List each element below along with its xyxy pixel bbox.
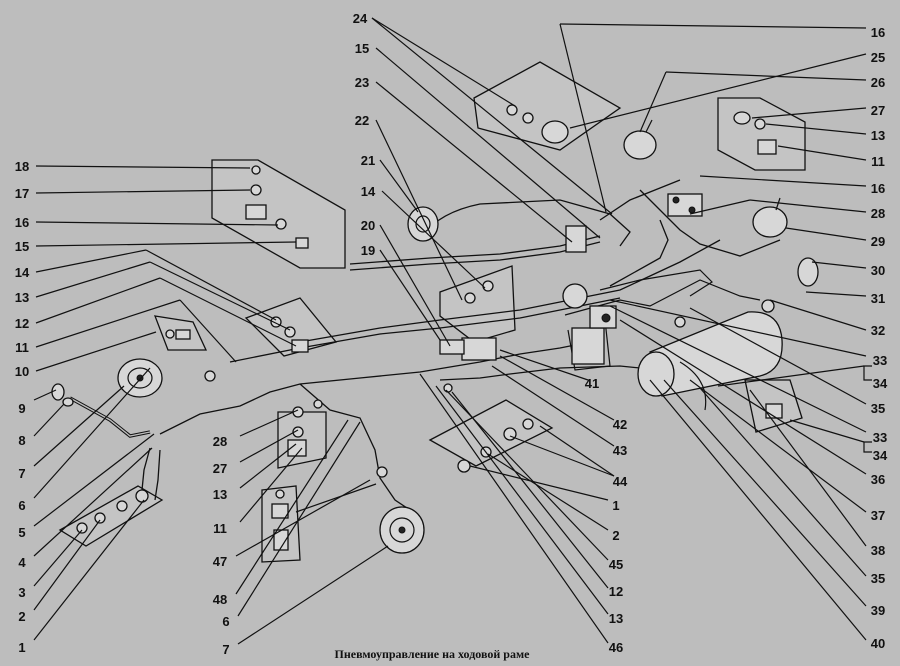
- fittings-top-center: [506, 104, 569, 144]
- callout-number-l28b: 28: [213, 434, 227, 449]
- callout-number-l25: 25: [871, 50, 885, 65]
- callout-number-l13d: 13: [609, 611, 623, 626]
- callout-number-l40: 40: [871, 636, 885, 651]
- diagram-caption: Пневмоуправление на ходовой раме: [335, 647, 531, 661]
- callout-number-l36: 36: [871, 472, 885, 487]
- fittings-mid-left: [270, 316, 309, 353]
- pipeline-network: [69, 179, 781, 511]
- fittings-lower-center: [271, 466, 388, 551]
- callout-number-l2a: 2: [612, 528, 619, 543]
- fittings-right: [674, 257, 819, 419]
- inset-box-top-right: [717, 97, 806, 171]
- callout-number-l28a: 28: [871, 206, 885, 221]
- callout-number-l1b: 1: [18, 640, 25, 655]
- callout-number-l38: 38: [871, 543, 885, 558]
- callout-number-l21: 21: [361, 153, 375, 168]
- callout-number-l41: 41: [585, 376, 599, 391]
- callout-number-l7a: 7: [18, 466, 25, 481]
- callout-number-l14a: 14: [361, 184, 376, 199]
- callout-number-l13c: 13: [213, 487, 227, 502]
- callout-number-l12b: 12: [609, 584, 623, 599]
- callout-number-l42: 42: [613, 417, 627, 432]
- fittings-center-bracket: [439, 280, 494, 355]
- fittings-center: [287, 399, 323, 457]
- callout-number-l30: 30: [871, 263, 885, 278]
- brake-chamber-bottom: [379, 506, 425, 554]
- callout-number-l34a: 34: [873, 376, 888, 391]
- inset-box-bottom-center: [428, 399, 554, 467]
- callout-number-l15b: 15: [15, 239, 29, 254]
- callout-number-l44: 44: [613, 474, 628, 489]
- callout-number-l5: 5: [18, 525, 25, 540]
- callout-number-l8: 8: [18, 433, 25, 448]
- callout-number-l47: 47: [213, 554, 227, 569]
- inset-box-top-center: [473, 61, 622, 151]
- callout-number-l2b: 2: [18, 609, 25, 624]
- callout-number-l16a: 16: [871, 25, 885, 40]
- callout-number-l43: 43: [613, 443, 627, 458]
- callout-number-l35b: 35: [871, 571, 885, 586]
- callout-number-l11b: 11: [15, 340, 29, 355]
- callout-number-l16b: 16: [871, 181, 885, 196]
- callout-number-l27a: 27: [871, 103, 885, 118]
- brake-chamber-center: [562, 283, 588, 309]
- callout-number-l46: 46: [609, 640, 623, 655]
- brake-chamber-left: [117, 358, 163, 398]
- fittings-bottom-left: [76, 489, 149, 534]
- brake-chamber-top: [623, 119, 657, 160]
- callout-number-l11a: 11: [871, 154, 885, 169]
- callout-number-l13b: 13: [15, 290, 29, 305]
- valve-center: [461, 225, 617, 361]
- frame-structure: [564, 269, 761, 371]
- inset-box-center-bracket: [439, 265, 516, 343]
- callout-number-l16c: 16: [15, 215, 29, 230]
- fittings-top-left: [245, 165, 309, 249]
- callout-number-l6a: 6: [18, 498, 25, 513]
- brake-chamber-right: [752, 197, 788, 238]
- callout-number-l35a: 35: [871, 401, 885, 416]
- callout-number-l26: 26: [871, 75, 885, 90]
- callout-number-l18: 18: [15, 159, 29, 174]
- callout-number-l22: 22: [355, 113, 369, 128]
- callout-number-l20: 20: [361, 218, 375, 233]
- callout-number-l13a: 13: [871, 128, 885, 143]
- leader-lines: [33, 17, 872, 645]
- callout-number-l31: 31: [871, 291, 885, 306]
- brake-chamber-upper: [407, 206, 439, 242]
- callout-number-l32: 32: [871, 323, 885, 338]
- fittings-left-valve: [165, 329, 216, 382]
- callout-number-l33b: 33: [873, 430, 887, 445]
- callout-number-l12a: 12: [15, 316, 29, 331]
- callout-number-l10: 10: [15, 364, 29, 379]
- callout-number-l19: 19: [361, 243, 375, 258]
- callout-number-l34b: 34: [873, 448, 888, 463]
- callout-number-l4: 4: [18, 555, 26, 570]
- callout-number-l23: 23: [355, 75, 369, 90]
- callout-number-l6b: 6: [222, 614, 229, 629]
- callout-number-l27b: 27: [213, 461, 227, 476]
- callout-number-l1a: 1: [612, 498, 619, 513]
- callout-number-l9: 9: [18, 401, 25, 416]
- callout-number-l33a: 33: [873, 353, 887, 368]
- callout-number-l37: 37: [871, 508, 885, 523]
- callout-number-l14b: 14: [15, 265, 30, 280]
- callout-number-l11c: 11: [213, 521, 227, 536]
- callout-number-l15a: 15: [355, 41, 369, 56]
- callout-number-l24: 24: [353, 11, 368, 26]
- callout-number-l29: 29: [871, 234, 885, 249]
- callout-number-l3: 3: [18, 585, 25, 600]
- callout-number-l39: 39: [871, 603, 885, 618]
- callout-number-l48: 48: [213, 592, 227, 607]
- callout-number-l45: 45: [609, 557, 623, 572]
- inset-box-top-left: [211, 159, 346, 269]
- callout-number-l7b: 7: [222, 642, 229, 657]
- fittings-top-right: [733, 111, 777, 155]
- hose-left: [51, 383, 74, 407]
- callout-number-l17: 17: [15, 186, 29, 201]
